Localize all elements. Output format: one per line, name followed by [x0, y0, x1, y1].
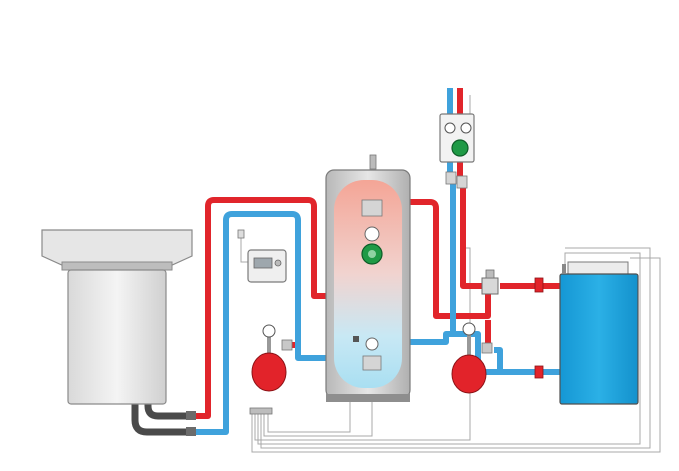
thermometer-gauge-icon: [444, 122, 456, 134]
valve-actuator-icon: [485, 269, 495, 279]
pipe-fitting-icon: [186, 427, 196, 436]
expansion-vessel-left: [251, 324, 293, 392]
thermometer-gauge-icon: [365, 337, 379, 351]
heat-pump-cabinet: [67, 269, 167, 405]
pressure-gauge-icon: [262, 324, 276, 338]
valve-icon: [362, 355, 382, 371]
heat-pump-unit: [41, 229, 193, 405]
three-way-valve-icon: [481, 277, 499, 295]
heat-pump-roof: [41, 229, 193, 267]
pipe-fitting-icon: [186, 411, 196, 420]
sensor-icon: [237, 229, 245, 239]
vessel-connection: [267, 335, 271, 357]
circulation-pump-icon: [451, 139, 469, 157]
controller-knob-icon: [274, 259, 282, 267]
valve-icon: [361, 199, 383, 217]
drain-valve-icon: [534, 365, 544, 379]
controller-display: [253, 257, 273, 269]
tank-base: [326, 394, 410, 402]
signal-wires: [240, 95, 661, 453]
valve-icon: [445, 171, 457, 185]
pump-rotor-icon: [368, 250, 376, 258]
tank-interior: [334, 180, 402, 388]
boiler: [559, 261, 639, 405]
safety-valve-icon: [481, 342, 493, 354]
expansion-vessel-icon: [451, 354, 487, 394]
air-vent-icon: [369, 154, 377, 170]
pressure-gauge-icon: [462, 322, 476, 336]
boiler-connector: [562, 264, 566, 274]
cold-pipes: [196, 88, 560, 435]
heat-pump-roof-rim: [61, 261, 173, 271]
wiring-terminal: [249, 407, 273, 415]
thermometer-gauge-icon: [364, 226, 380, 242]
safety-valve-icon: [281, 339, 293, 351]
drain-valve-icon: [534, 277, 544, 293]
thermometer-gauge-icon: [460, 122, 472, 134]
pump-station: [439, 113, 475, 189]
boiler-body: [559, 273, 639, 405]
mixing-valve: [481, 269, 544, 295]
controller: [237, 229, 287, 283]
expansion-vessel-right: [451, 322, 544, 394]
valve-icon: [456, 175, 468, 189]
vessel-connection: [467, 332, 471, 356]
buffer-tank: [325, 154, 411, 402]
boiler-top-panel: [567, 261, 629, 275]
sensor-icon: [353, 336, 359, 342]
ground-loop-pipes: [131, 392, 190, 436]
expansion-vessel-icon: [251, 352, 287, 392]
